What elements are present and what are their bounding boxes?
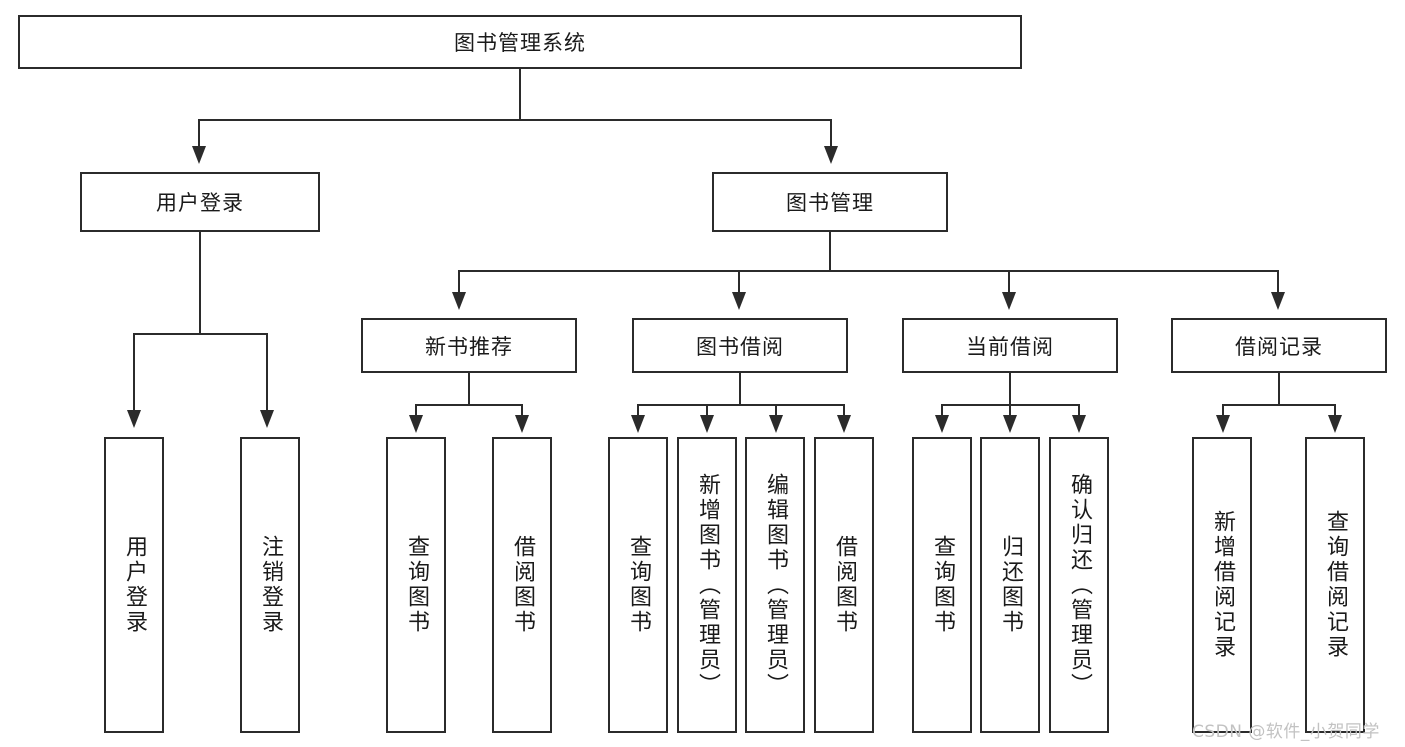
arrowhead-bb-leaf4 <box>837 415 851 433</box>
node-label: 查询图书 <box>930 535 955 635</box>
arrowhead-br-leaf2 <box>1328 415 1342 433</box>
edge-user-login-split-bar <box>133 333 267 335</box>
leaf-borrow-record-add-record[interactable]: 新增借阅记录 <box>1192 437 1252 733</box>
node-label: 新增借阅记录 <box>1210 510 1235 660</box>
edge-root-stem <box>519 69 521 120</box>
edge-bb-leaf1 <box>637 404 639 420</box>
edge-to-book-management <box>830 119 832 151</box>
node-label: 当前借阅 <box>966 334 1054 359</box>
arrowhead-cb-leaf3 <box>1072 415 1086 433</box>
leaf-book-borrow-query-book[interactable]: 查询图书 <box>608 437 668 733</box>
leaf-user-login-login[interactable]: 用户登录 <box>104 437 164 733</box>
node-label: 新书推荐 <box>425 334 513 359</box>
node-new-book-recommend[interactable]: 新书推荐 <box>361 318 577 373</box>
leaf-current-borrow-query-book[interactable]: 查询图书 <box>912 437 972 733</box>
leaf-borrow-record-query-record[interactable]: 查询借阅记录 <box>1305 437 1365 733</box>
arrowhead-to-user-login <box>192 146 206 164</box>
leaf-user-login-logout[interactable]: 注销登录 <box>240 437 300 733</box>
edge-new-book-recommend-stem <box>468 373 470 405</box>
arrowhead-to-new-book-recommend <box>452 292 466 310</box>
edge-book-management-stem <box>829 232 831 272</box>
node-label: 新增图书（管理员） <box>695 472 720 698</box>
arrowhead-to-current-borrow <box>1002 292 1016 310</box>
edge-br-leaf2 <box>1334 404 1336 420</box>
node-book-management[interactable]: 图书管理 <box>712 172 948 232</box>
node-label: 借阅记录 <box>1235 334 1323 359</box>
arrowhead-cb-leaf1 <box>935 415 949 433</box>
edge-cb-leaf3 <box>1078 404 1080 420</box>
leaf-book-borrow-add-book-admin[interactable]: 新增图书（管理员） <box>677 437 737 733</box>
edge-to-new-book-recommend <box>458 270 460 297</box>
arrowhead-bb-leaf2 <box>700 415 714 433</box>
arrowhead-nbr-leaf1 <box>409 415 423 433</box>
edge-user-login-right <box>266 333 268 415</box>
edge-nbr-leaf1 <box>415 404 417 420</box>
edge-book-management-split-bar <box>458 270 1278 272</box>
edge-user-login-left <box>133 333 135 415</box>
edge-bb-leaf4 <box>843 404 845 420</box>
node-label: 图书管理系统 <box>454 31 586 55</box>
edge-to-borrow-record <box>1277 270 1279 297</box>
watermark: CSDN @软件_小贺同学 <box>1192 722 1380 742</box>
node-book-borrow[interactable]: 图书借阅 <box>632 318 848 373</box>
node-label: 归还图书 <box>998 535 1023 635</box>
node-label: 用户登录 <box>122 535 147 635</box>
edge-cb-leaf2 <box>1009 404 1011 420</box>
edge-nbr-leaf2 <box>521 404 523 420</box>
arrowhead-bb-leaf1 <box>631 415 645 433</box>
edge-bb-leaf3 <box>775 404 777 420</box>
edge-current-borrow-stem <box>1009 373 1011 405</box>
edge-cb-leaf1 <box>941 404 943 420</box>
arrowhead-to-book-management <box>824 146 838 164</box>
edge-book-borrow-stem <box>739 373 741 405</box>
node-label: 图书管理 <box>786 191 874 215</box>
arrowhead-br-leaf1 <box>1216 415 1230 433</box>
arrowhead-user-login-leaf2 <box>260 410 274 428</box>
arrowhead-bb-leaf3 <box>769 415 783 433</box>
arrowhead-to-borrow-record <box>1271 292 1285 310</box>
edge-borrow-record-stem <box>1278 373 1280 405</box>
node-label: 查询图书 <box>404 535 429 635</box>
leaf-new-book-borrow-book[interactable]: 借阅图书 <box>492 437 552 733</box>
node-label: 借阅图书 <box>510 535 535 635</box>
arrowhead-to-book-borrow <box>732 292 746 310</box>
node-borrow-record[interactable]: 借阅记录 <box>1171 318 1387 373</box>
edge-to-user-login <box>198 119 200 151</box>
leaf-current-borrow-return-book[interactable]: 归还图书 <box>980 437 1040 733</box>
arrowhead-nbr-leaf2 <box>515 415 529 433</box>
edge-br-leaf1 <box>1222 404 1224 420</box>
leaf-new-book-query-book[interactable]: 查询图书 <box>386 437 446 733</box>
node-label: 图书借阅 <box>696 334 784 359</box>
leaf-book-borrow-edit-book-admin[interactable]: 编辑图书（管理员） <box>745 437 805 733</box>
node-label: 用户登录 <box>156 191 244 215</box>
node-label: 注销登录 <box>258 535 283 635</box>
edge-bb-leaf2 <box>706 404 708 420</box>
edge-to-book-borrow <box>738 270 740 297</box>
node-root-book-management-system[interactable]: 图书管理系统 <box>18 15 1022 69</box>
leaf-book-borrow-borrow-book[interactable]: 借阅图书 <box>814 437 874 733</box>
node-label: 查询借阅记录 <box>1323 510 1348 660</box>
arrowhead-user-login-leaf1 <box>127 410 141 428</box>
node-user-login[interactable]: 用户登录 <box>80 172 320 232</box>
edge-borrow-record-split-bar <box>1222 404 1336 406</box>
leaf-current-borrow-confirm-return-admin[interactable]: 确认归还（管理员） <box>1049 437 1109 733</box>
node-label: 确认归还（管理员） <box>1067 472 1092 698</box>
node-label: 借阅图书 <box>832 535 857 635</box>
edge-new-book-recommend-split-bar <box>415 404 523 406</box>
node-label: 编辑图书（管理员） <box>763 472 788 698</box>
edge-book-borrow-split-bar <box>637 404 845 406</box>
edge-user-login-stem <box>199 232 201 334</box>
arrowhead-cb-leaf2 <box>1003 415 1017 433</box>
node-current-borrow[interactable]: 当前借阅 <box>902 318 1118 373</box>
node-label: 查询图书 <box>626 535 651 635</box>
edge-to-current-borrow <box>1008 270 1010 297</box>
edge-root-split-bar <box>198 119 832 121</box>
